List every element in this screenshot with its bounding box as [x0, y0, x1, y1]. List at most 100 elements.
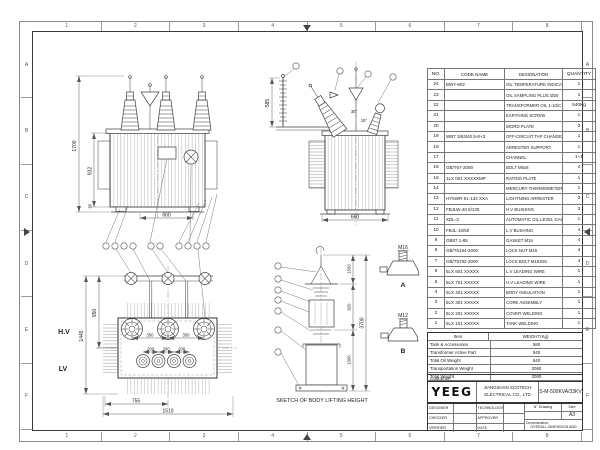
lv-bushings-plan	[136, 354, 197, 368]
table-cell: 1	[562, 214, 596, 226]
dim-plan-hv-height: 950	[92, 309, 98, 318]
table-cell: 1	[562, 266, 596, 278]
front-view: 1700 932 80 660	[72, 75, 218, 243]
dim-lift-top: 1500	[347, 264, 352, 274]
table-cell: 17	[427, 151, 445, 164]
table-cell: 1	[562, 172, 596, 184]
table-cell: L.V BUSHING	[504, 224, 563, 236]
zone-label: 7	[445, 432, 514, 441]
weight-item-value: 940	[532, 350, 541, 355]
col-header-code-name: CODE NAME	[444, 68, 505, 80]
table-cell: 1	[562, 297, 596, 309]
table-cell: 20	[427, 120, 445, 132]
zone-label: 1	[33, 432, 102, 441]
zone-label: 6	[376, 22, 445, 31]
table-cell: COVER WELDING	[504, 307, 563, 320]
dim-hv-pitch-2: 350	[183, 333, 191, 338]
lv-bushing-side	[366, 103, 385, 135]
checker-label: CHECKER	[428, 413, 454, 423]
title-block-grid: DESIGNER TECHNOLOGIST CHECKER APPROVER V…	[427, 403, 583, 433]
signature-grid: DESIGNER TECHNOLOGIST CHECKER APPROVER V…	[428, 404, 525, 433]
dim-lift-total: 3700	[360, 317, 366, 328]
approver-signature	[504, 414, 524, 423]
designer-label: DESIGNER	[428, 404, 454, 413]
table-cell: 1LX 001 XXXXXMP	[444, 172, 505, 184]
zone-label: 4	[239, 22, 308, 31]
dim-lv-pitch-1: 200	[147, 347, 155, 352]
table-cell	[444, 151, 505, 164]
zone-label: 3	[170, 432, 239, 441]
zone-label: D	[21, 231, 32, 298]
table-cell: CORE ASSEMBLY	[504, 297, 563, 309]
table-cell: 19	[427, 130, 445, 143]
table-cell: FBJL-10/50	[444, 224, 505, 236]
table-cell: 9	[427, 234, 445, 247]
lifting-caption: SKETCH OF BODY LIFTING HEIGHT	[276, 398, 368, 404]
drawing-no-value-row: A3	[525, 412, 582, 420]
table-cell: OIL TEMPERATURE INDICATOR	[504, 78, 563, 91]
table-cell: 21	[427, 110, 445, 122]
product-model: S-M-500KVA/33KV	[539, 389, 582, 395]
dim-hv-pitch-1: 350	[147, 333, 155, 338]
denomination-label: Denomination:	[526, 421, 550, 425]
detail-a-thread: M16	[398, 245, 408, 251]
plan-view: H.V LV 1445 950 350 350 200 200 200 755	[58, 266, 237, 417]
table-cell: 7	[427, 255, 445, 268]
table-cell: 1	[562, 317, 596, 330]
weight-value-header: WEIGHT(Kg)	[522, 334, 549, 339]
weight-item-label: Total Weight	[428, 373, 491, 380]
table-cell: TANK WELDING	[504, 317, 563, 330]
company-name: JIANGSHAN SCOTECH ELECTRICAL CO., LTD	[477, 382, 539, 402]
table-cell	[444, 141, 505, 153]
rating-plate	[157, 146, 177, 160]
table-cell	[444, 89, 505, 101]
dim-side-arrester-height: 585	[265, 99, 271, 108]
table-cell: ARRESTER SUPPORT	[504, 141, 563, 153]
table-cell: 4	[427, 286, 445, 299]
table-cell: GB97.1-85	[444, 234, 505, 247]
table-cell: 15	[427, 172, 445, 184]
drawing-no-value	[525, 412, 562, 419]
zone-label: 4	[239, 432, 308, 441]
dim-front-tank-height: 932	[88, 167, 94, 176]
weight-item-label: Tank & Accessories	[428, 341, 491, 348]
table-cell: 16	[427, 162, 445, 174]
table-cell	[444, 99, 505, 112]
table-cell: 8	[427, 245, 445, 257]
table-cell: 1	[562, 110, 596, 122]
table-cell: 6	[427, 266, 445, 278]
table-cell: 1	[562, 141, 596, 153]
weight-item-label: Transformer Active Part	[428, 349, 491, 356]
center-mark-left	[24, 228, 30, 236]
weight-item-value: 2060	[531, 374, 542, 379]
table-cell: EARTHING SCREW	[504, 110, 563, 122]
table-cell: AUTOMATIC OIL LEVEL GAGE	[504, 214, 563, 226]
table-cell: BODY INSULATION	[504, 286, 563, 299]
detail-b-thread: M12	[398, 313, 408, 319]
table-cell: XDL-3	[444, 214, 505, 226]
table-cell: 540Kg	[562, 99, 596, 112]
table-cell: CHANNEL	[504, 151, 563, 164]
table-cell: HY5WR-51-134 XXA	[444, 193, 505, 205]
table-cell: 5LX 301 XXXXX	[444, 297, 505, 309]
table-cell: GB/T67-2000	[444, 162, 505, 174]
date-value	[504, 424, 524, 433]
weight-item-label: Total Oil Weight	[428, 357, 491, 364]
dim-front-base-offset: 80	[88, 203, 93, 208]
detail-a: M16 A	[379, 245, 420, 289]
